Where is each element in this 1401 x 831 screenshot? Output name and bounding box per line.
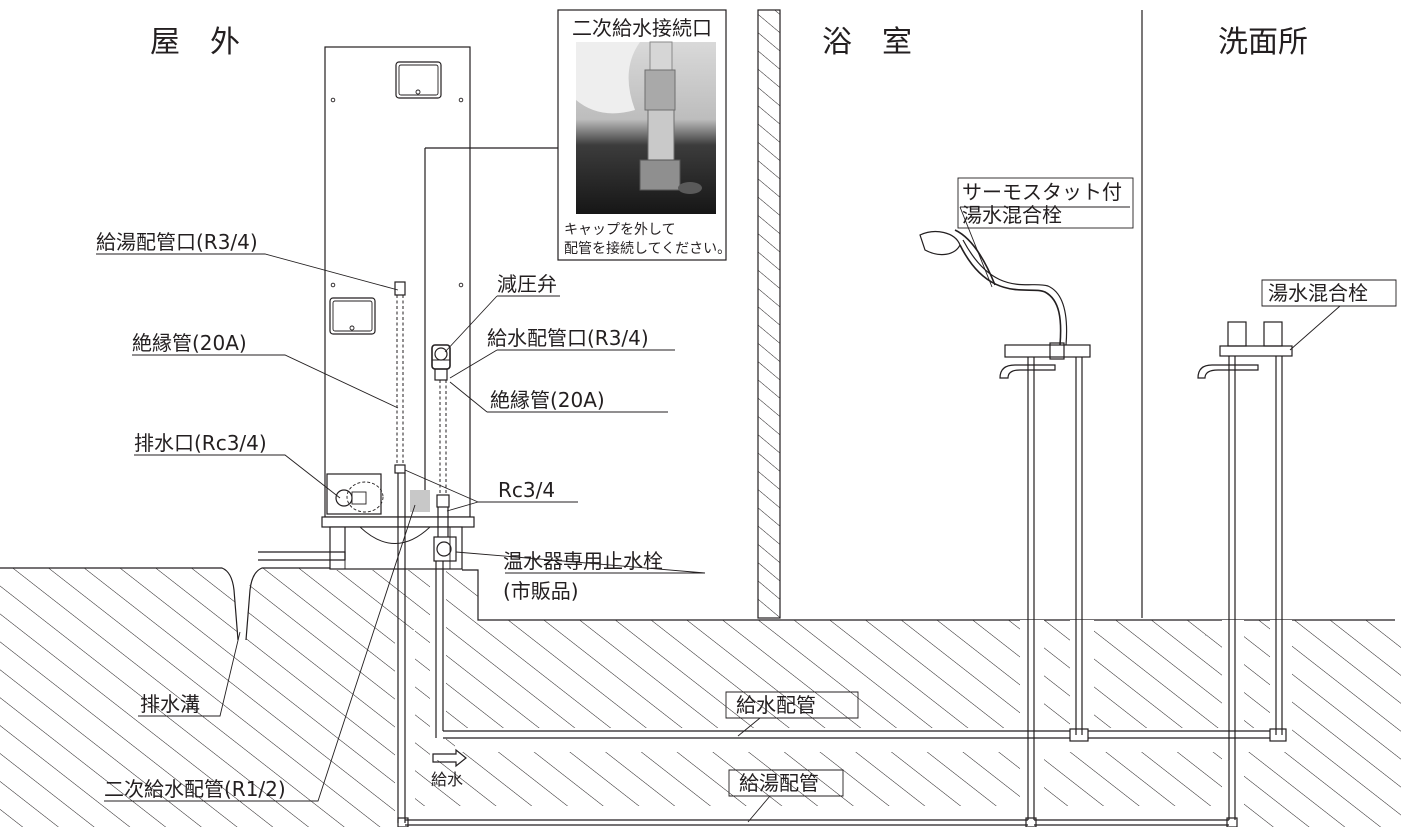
walls [757,9,1143,619]
heater-pipes [394,147,558,823]
label-water-pipe: 給水配管 [736,693,816,717]
inset-caption-line2: 配管を接続してください。 [564,240,731,257]
thermostat-faucet [919,229,1091,820]
label-insulation-right: 絶縁管(20A) [490,388,605,412]
mixer-faucet [1197,321,1293,820]
label-rc: Rc3/4 [498,478,555,502]
label-hot-outlet: 給湯配管口(R3/4) [96,230,258,254]
label-insulation-left: 絶縁管(20A) [132,331,247,355]
label-pressure-valve: 減圧弁 [497,272,557,296]
label-water-supply: 給水 [431,770,463,789]
area-outdoor: 屋 外 [150,25,240,60]
label-drain-outlet: 排水口(Rc3/4) [134,431,267,455]
area-washroom: 洗面所 [1218,25,1308,60]
label-drain-ditch: 排水溝 [140,692,200,716]
label-thermostat-2: 湯水混合栓 [962,203,1062,227]
area-bathroom: 浴 室 [822,25,912,60]
label-mixer: 湯水混合栓 [1268,281,1368,305]
labels: 屋 外 浴 室 洗面所 給湯配管口(R3/4) 絶縁管(20A) 排水口(Rc3… [96,25,1368,801]
leader-lines [96,177,1397,823]
label-stop-valve-2: (市販品) [503,579,579,603]
inset-caption-line1: キャップを外して [564,222,676,238]
supply-arrow-icon [432,748,467,768]
label-secondary-pipe: 二次給水配管(R1/2) [104,777,286,801]
label-hot-pipe: 給湯配管 [739,771,819,795]
label-stop-valve-1: 温水器専用止水栓 [503,549,663,573]
inset-photo-box: 二次給水接続口 キャップを外して 配管を接続してください。 [557,9,731,261]
label-thermostat-1: サーモスタット付 [962,180,1122,204]
label-water-inlet: 給水配管口(R3/4) [487,326,649,350]
ground [0,567,1401,827]
inset-title: 二次給水接続口 [572,16,712,40]
underfloor-pipes [397,728,1287,828]
water-heater [258,46,475,570]
